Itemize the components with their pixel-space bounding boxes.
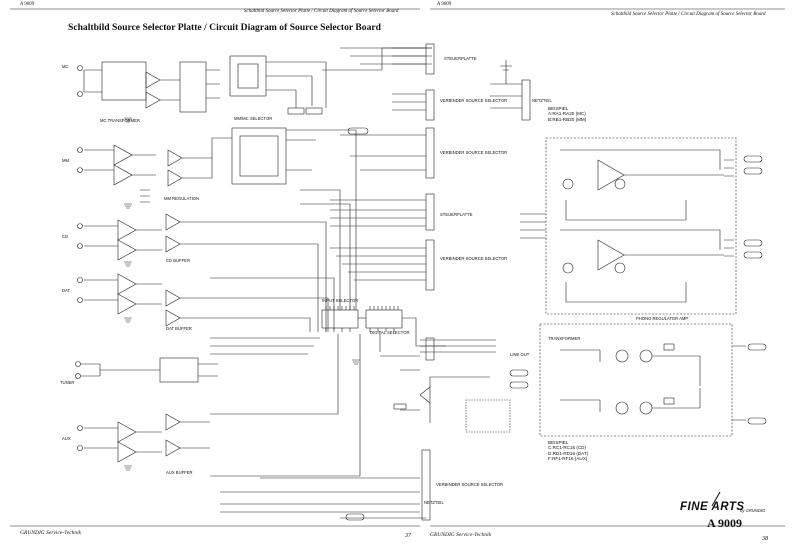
footer-page-left: 37 [405,533,411,539]
header-model-left: A 9009 [20,2,35,7]
input-label-mm: MM [62,158,69,163]
block-transformer: TRANSFORMER [548,336,581,341]
example-bottom-line1: C:RC1-RC16 (CD) [548,445,587,451]
example-bottom-line2: D:RD1-RD16 (DAT) [548,450,589,456]
header-model-right: A 9009 [437,2,452,7]
footer-center: GRUNDIG Service-Technik [430,532,492,538]
input-label-tuner: TUNER [60,380,75,385]
block-mm-regulation: MM REGULATION [164,196,200,201]
header-title-right: Schaltbild Source Selector Platte / Circ… [611,12,766,17]
block-mm-mc-selector: MM/MC SELECTOR [234,116,273,121]
block-cd-buffer: CD BUFFER [166,258,190,263]
example-top-line1: A:RA1-RA20 (MC) [548,111,586,117]
connector-steuerplatte-top: STEUERPLATTE [444,56,477,61]
block-dat-buffer: DAT BUFFER [166,326,192,331]
input-label-aux: AUX [62,436,71,441]
connector-netzteil-bottom: NETZTEIL [424,500,444,505]
example-bottom-line3: F:RF1-RF16 (AUX) [548,456,588,462]
connector-verbinder-1: VERBINDER SOURCE SELECTOR [440,98,508,103]
connector-verbinder-2: VERBINDER SOURCE SELECTOR [440,150,508,155]
input-label-mc: MC [62,64,69,69]
input-label-cd: CD [62,234,69,239]
block-digital-selector: DIGITAL SELECTOR [370,330,410,335]
footer-left: GRUNDIG Service-Technik [20,530,82,536]
page-title: Schaltbild Source Selector Platte / Circ… [68,22,381,33]
connector-line-out: LINE OUT [510,352,530,357]
block-aux-buffer: AUX BUFFER [166,470,193,475]
example-top: BEISPIEL A:RA1-RA20 (MC) B:RB1-RB20 (MM) [548,106,586,122]
example-top-line2: B:RB1-RB20 (MM) [548,116,587,122]
input-label-dat: DAT [62,288,71,293]
block-input-selector: INPUT SELECTOR [322,298,359,303]
brand-sub: by GRUNDIG [740,508,766,513]
connector-netzteil: NETZTEIL [532,98,552,103]
model-number: A 9009 [707,516,743,530]
example-bottom: BEISPIEL C:RC1-RC16 (CD) D:RD1-RD16 (DAT… [548,440,588,462]
footer-page-right: 38 [762,536,768,542]
connector-verbinder-3: VERBINDER SOURCE SELECTOR [440,256,508,261]
example-bottom-heading: BEISPIEL [548,440,569,445]
block-phono-regulator: PHONO REGULATOR AMP [636,316,689,321]
connector-steuerplatte-mid: STEUERPLATTE [440,212,473,217]
example-top-heading: BEISPIEL [548,106,569,111]
header-title-left: Schaltbild Source Selector Platte / Circ… [244,9,399,14]
brand-logo: FINE ARTS [680,501,745,513]
connector-verbinder-4: VERBINDER SOURCE SELECTOR [436,482,504,487]
block-mc-transformer: MC TRANSFORMER [100,118,140,123]
